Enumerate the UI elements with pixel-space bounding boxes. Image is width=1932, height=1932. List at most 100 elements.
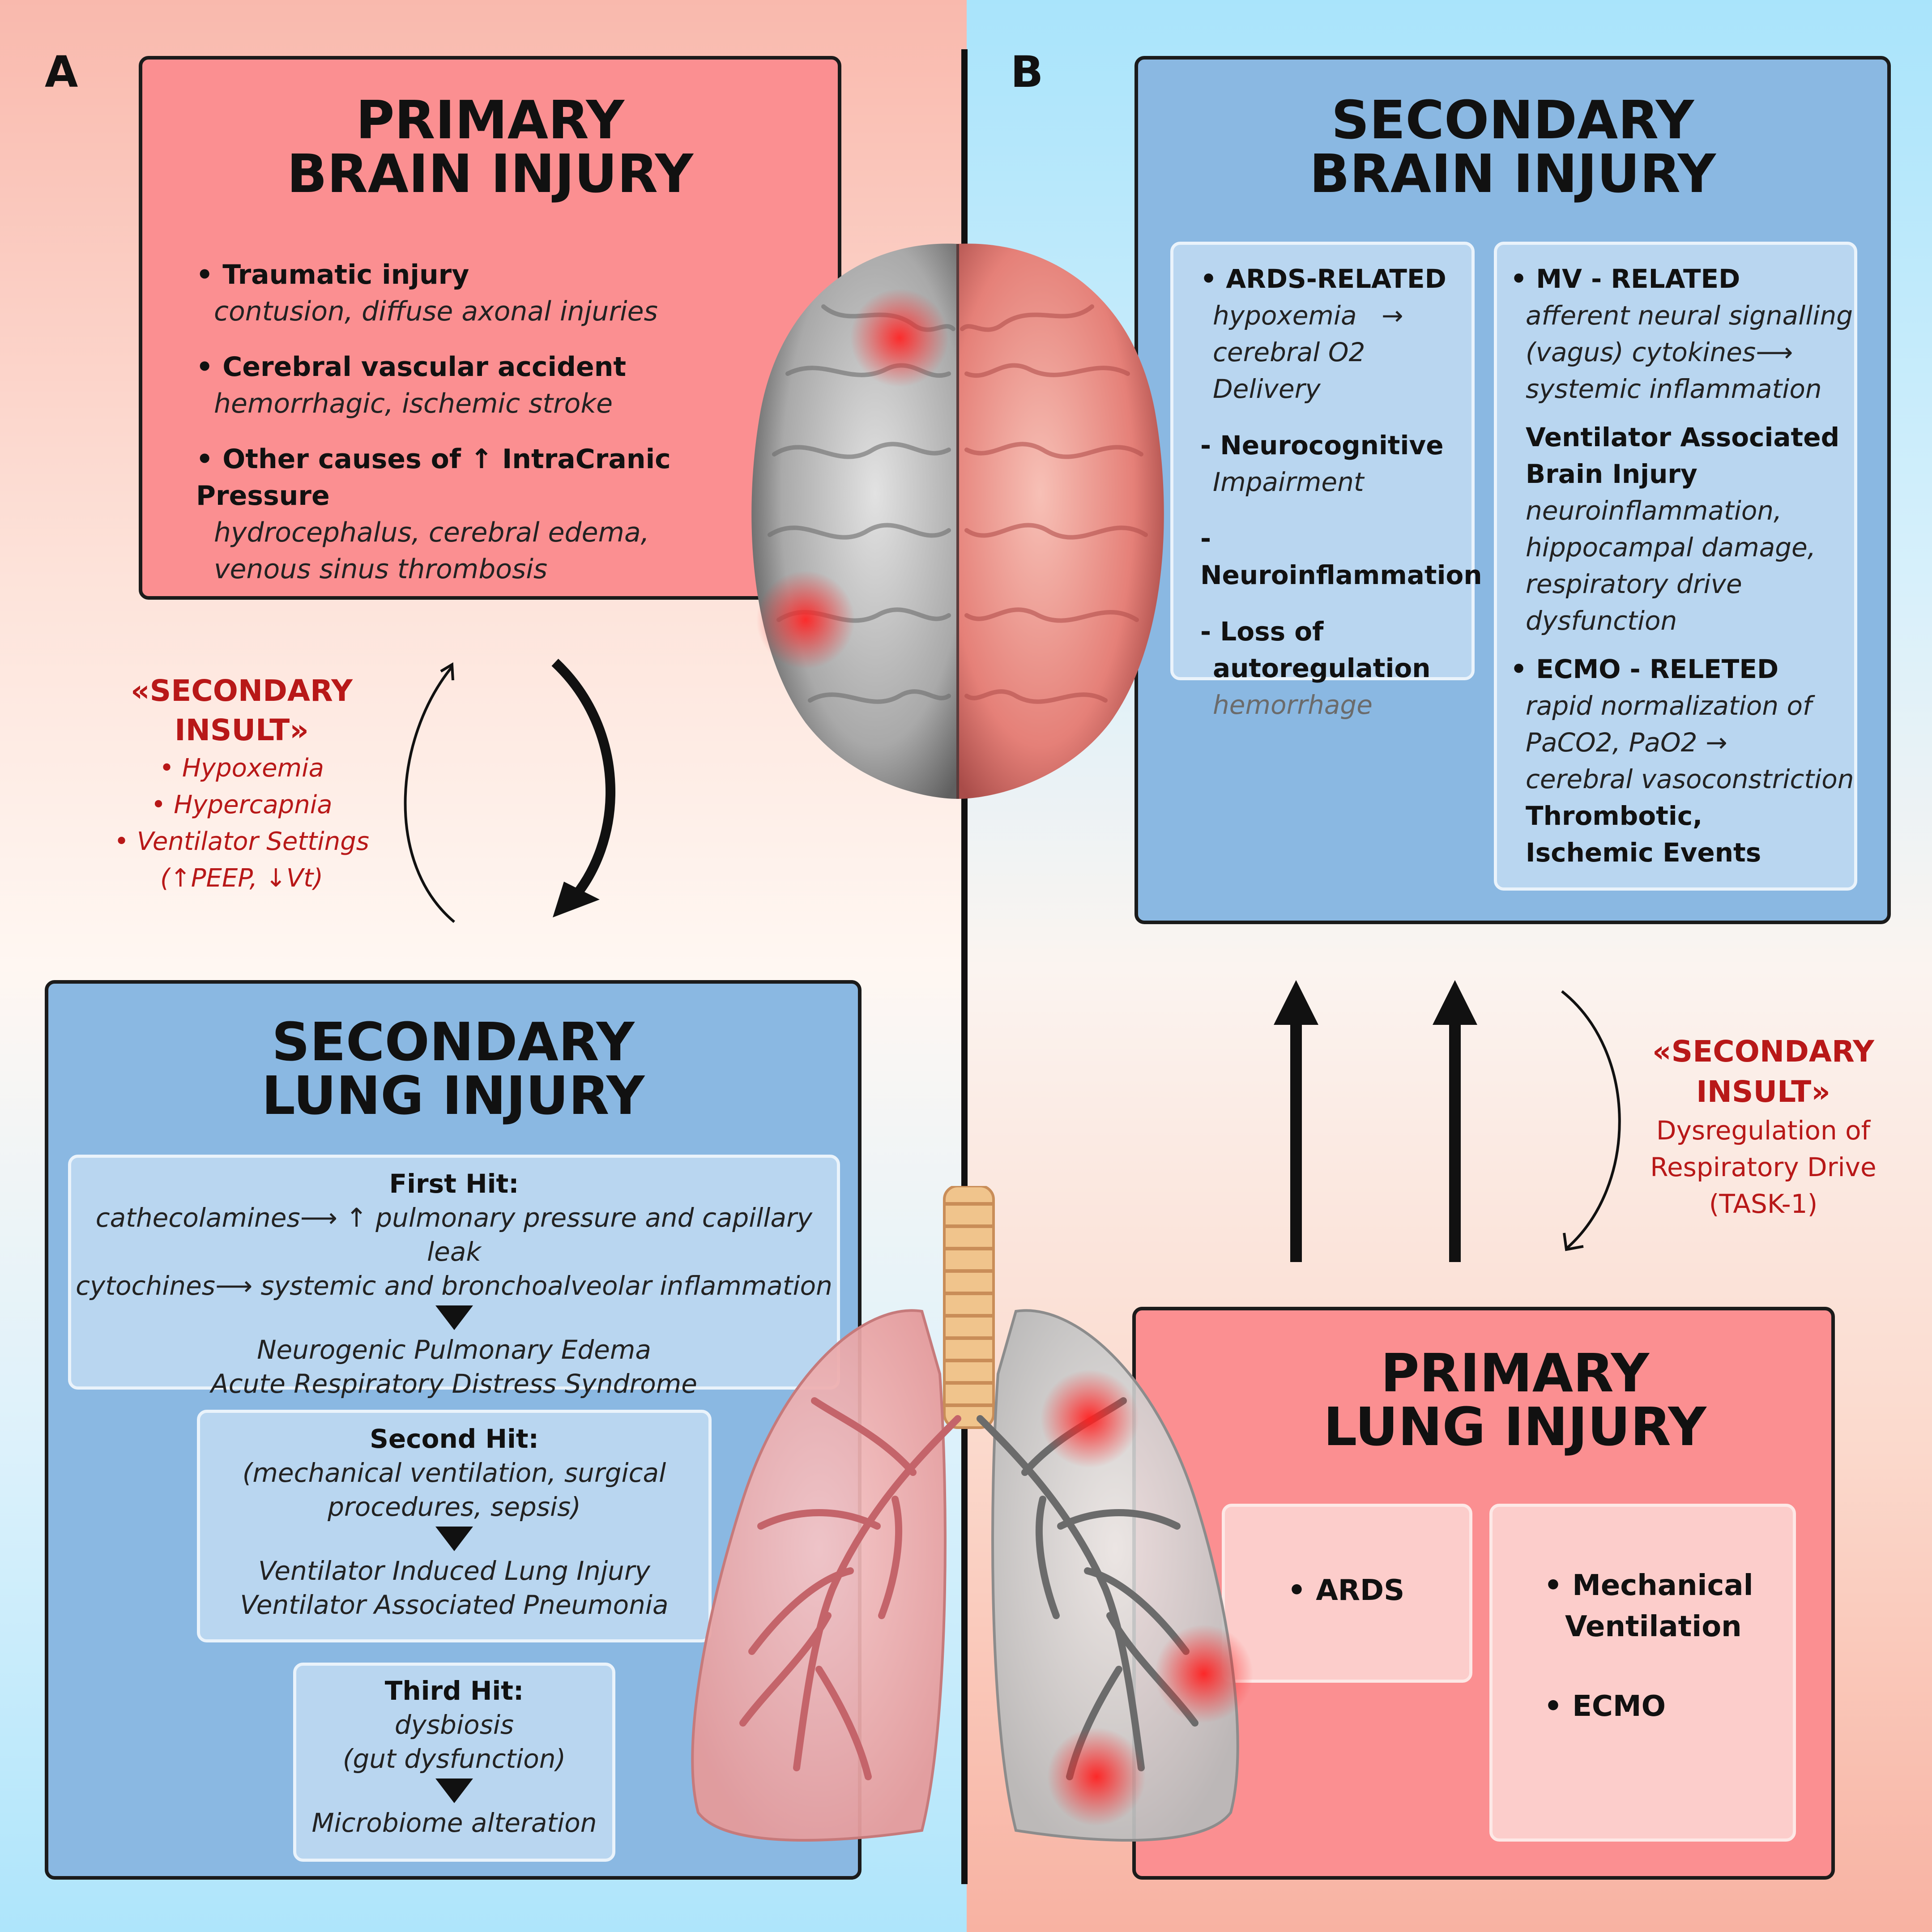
primary-brain-item: • Cerebral vascular accident hemorrhagic… [196,349,711,422]
mv-related-box: • MV - RELATED afferent neural signallin… [1494,242,1857,891]
trachea [943,1186,995,1429]
thrombotic-line: Thrombotic, [1526,801,1703,831]
secondary-insult-a: «SECONDARY INSULT» • Hypoxemia • Hyperca… [81,671,403,897]
panel-a-label: A [45,47,78,97]
ecmo-head-text: ECMO - RELETED [1536,654,1779,684]
secondary-insult-b: «SECONDARY INSULT» Dysregulation of Resp… [1629,1032,1898,1222]
vabi-line: respiratory drive dysfunction [1526,569,1742,636]
mv-head: • MV - RELATED [1510,264,1740,294]
mechanical-ventilation-item: • Mechanical [1544,1569,1753,1602]
lung-lesion-upper [1041,1369,1139,1468]
ards-item: • ARDS [1288,1574,1405,1607]
up-arrow-shaft-left [1290,1020,1302,1262]
ecmo-line: PaCO2, PaO2 → [1526,727,1727,758]
secondary-lung-title-line1: SECONDARY [272,1011,635,1073]
up-arrow-head-left [1274,980,1318,1025]
thick-arrow-head [553,882,600,917]
primary-brain-item: • Traumatic injury contusion, diffuse ax… [196,256,711,330]
ards-head-text: ARDS-RELATED [1226,264,1446,294]
secondary-brain-title: SECONDARY BRAIN INJURY [1138,93,1887,201]
primary-brain-title-line2: BRAIN INJURY [286,143,694,205]
loss-sub: hemorrhage [1213,690,1373,720]
left-bronchial-tree [739,1397,961,1780]
insult-a-title-line1: «SECONDARY [131,674,353,708]
down-triangle-icon [435,1778,473,1803]
first-hit-line: cytochines⟶ systemic and bronchoalveolar… [76,1271,832,1301]
trachea-rings [945,1202,993,1407]
mv-head-text: MV - RELATED [1536,264,1740,294]
brain-lesion-lower [756,571,855,669]
first-hit-line: cathecolamines⟶ ↑ pulmonary pressure and… [95,1203,813,1267]
second-hit-result: Ventilator Induced Lung Injury [258,1556,650,1586]
insult-b-title-line1: «SECONDARY [1652,1034,1874,1069]
first-hit-result: Acute Respiratory Distress Syndrome [211,1369,697,1399]
neuro-head: - Neurocognitive [1200,430,1444,461]
insult-b-line: Dysregulation of [1656,1115,1871,1146]
thin-return-arrow [404,666,455,923]
second-hit-line: (mechanical ventilation, surgical [242,1458,666,1488]
first-hit-head: First Hit: [389,1169,519,1199]
vabi-head: Ventilator Associated [1526,422,1840,452]
vabi-head: Brain Injury [1526,459,1697,489]
secondary-brain-title-line1: SECONDARY [1331,89,1694,151]
loss-head-text: Loss of [1220,616,1324,647]
primary-lung-title-line2: LUNG INJURY [1323,1396,1706,1458]
thin-arrow-head [440,662,454,681]
insult-a-title-line2: INSULT» [175,713,309,747]
secondary-lung-title-line2: LUNG INJURY [261,1065,645,1127]
insult-b-line: (TASK-1) [1709,1189,1818,1219]
secondary-brain-title-line2: BRAIN INJURY [1309,143,1716,205]
item-head-text: Traumatic injury [222,259,469,290]
loss-head-cont: autoregulation [1213,653,1431,683]
item-head: • Traumatic injury [196,259,469,290]
vabi-line: neuroinflammation, [1526,495,1782,526]
item-head-text: Cerebral vascular accident [222,351,627,383]
second-hit-head: Second Hit: [370,1424,539,1454]
insult-a-item: • Hypercapnia [151,790,333,819]
ards-arrow-text: → [1381,300,1403,331]
item-sub: hydrocephalus, cerebral edema, [214,517,649,548]
down-triangle-icon [435,1305,473,1330]
curved-arrow-head [1563,1233,1584,1251]
up-arrows-b [1274,980,1477,1262]
third-hit-line: (gut dysfunction) [342,1744,566,1774]
ecmo-line: rapid normalization of [1526,691,1812,721]
first-hit-result: Neurogenic Pulmonary Edema [257,1335,651,1365]
item-head: • Cerebral vascular accident [196,351,627,383]
up-arrow-shaft-right [1449,1020,1461,1262]
loss-head: - Loss of [1200,616,1324,647]
third-hit-head: Third Hit: [384,1676,524,1706]
mv-line: afferent neural signalling [1526,300,1853,331]
ards-line-text: hypoxemia [1213,300,1357,331]
mechanical-ventilation-box: • Mechanical Ventilation • ECMO [1489,1504,1796,1842]
secondary-lung-title: SECONDARY LUNG INJURY [48,1015,858,1123]
first-hit-box: First Hit: cathecolamines⟶ ↑ pulmonary p… [68,1155,840,1399]
third-hit-result: Microbiome alteration [311,1808,597,1838]
primary-brain-title-line1: PRIMARY [356,89,624,151]
curved-arrow-b [1561,990,1621,1251]
neuroinflammation-text: Neuroinflammation [1200,560,1482,590]
insult-a-item: • Ventilator Settings [114,827,369,856]
vabi-line: hippocampal damage, [1526,532,1816,563]
insult-b-line: Respiratory Drive [1650,1152,1877,1182]
ecmo-head: • ECMO - RELETED [1510,654,1779,684]
right-gyri [960,304,1148,704]
ards-related-box: • ARDS-RELATED hypoxemia → cerebral O2 D… [1170,242,1482,720]
second-hit-result: Ventilator Associated Pneumonia [240,1590,669,1620]
ecmo-line: cerebral vasoconstriction [1526,764,1854,794]
second-hit-box: Second Hit: (mechanical ventilation, sur… [197,1410,712,1642]
primary-brain-list: • Traumatic injury contusion, diffuse ax… [196,256,711,588]
second-hit-line: procedures, sepsis) [328,1492,581,1522]
thrombotic-line: Ischemic Events [1526,837,1761,868]
insult-a-item: (↑PEEP, ↓Vt) [160,864,323,893]
ards-head: • ARDS-RELATED [1200,264,1446,294]
insult-a-item: • Hypoxemia [159,754,324,783]
up-arrow-head-right [1433,980,1477,1025]
insult-b-title-line2: INSULT» [1696,1075,1830,1109]
curved-arrow-path [1561,990,1621,1250]
mv-line: systemic inflammation [1526,374,1822,404]
ards-line: cerebral O2 Delivery [1213,337,1365,404]
primary-brain-item: • Other causes of ↑ IntraCranic Pressure… [196,441,711,588]
brain-right-hemisphere [958,243,1164,799]
primary-brain-title: PRIMARY BRAIN INJURY [142,93,838,201]
